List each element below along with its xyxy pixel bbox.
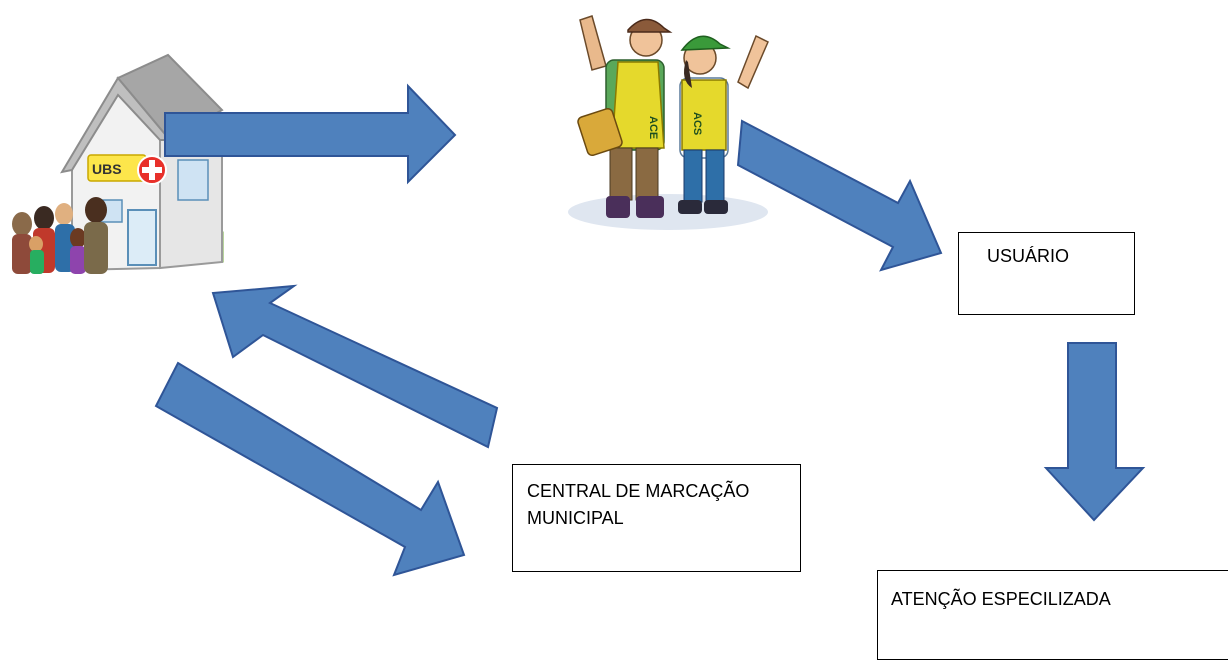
vest-right-label: ACS xyxy=(691,112,703,135)
node-usuario: USUÁRIO xyxy=(958,232,1135,315)
arrow-ubs-to-agents xyxy=(164,83,457,185)
arrow-agents-to-usuario xyxy=(736,119,943,272)
ubs-sign-label: UBS xyxy=(92,161,122,177)
vest-left-label: ACE xyxy=(647,116,659,139)
node-central-marcacao: CENTRAL DE MARCAÇÃO MUNICIPAL xyxy=(512,464,801,572)
node-atencao-especializada: ATENÇÃO ESPECILIZADA xyxy=(877,570,1228,660)
arrow-usuario-to-atencao xyxy=(1043,342,1146,522)
arrow-ubs-to-central xyxy=(154,361,466,577)
ubs-house-icon: UBS xyxy=(59,53,224,272)
node-usuario-label: USUÁRIO xyxy=(987,246,1070,266)
health-agents-icon: ACE ACS xyxy=(567,10,772,232)
community-people-icon xyxy=(12,197,108,274)
node-central-label: CENTRAL DE MARCAÇÃO MUNICIPAL xyxy=(527,481,750,528)
node-atencao-label: ATENÇÃO ESPECILIZADA xyxy=(891,589,1111,609)
arrow-central-to-ubs xyxy=(211,284,499,449)
